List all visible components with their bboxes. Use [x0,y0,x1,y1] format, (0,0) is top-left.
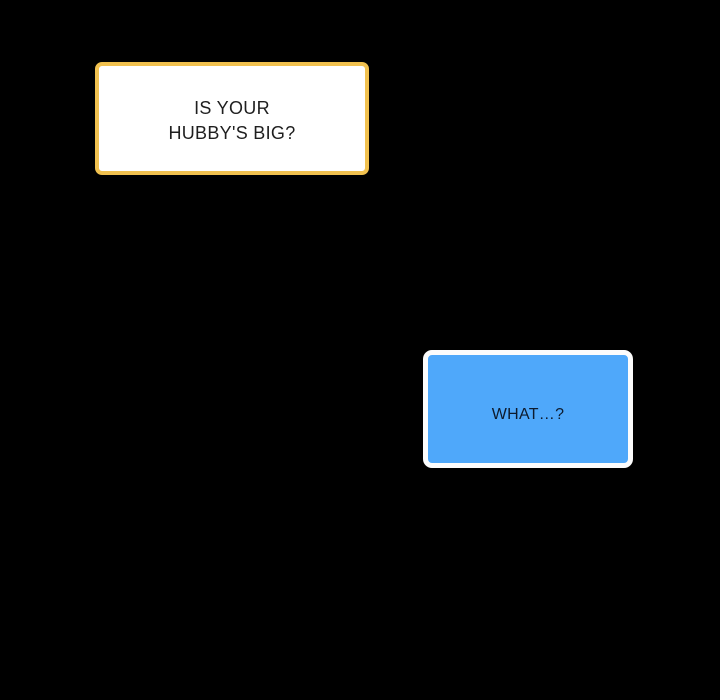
speech-line-2: HUBBY'S BIG? [168,122,296,143]
speech-bubble-reply: WHAT…? [423,350,633,468]
speech-bubble-question-text: IS YOUR HUBBY'S BIG? [168,96,295,146]
speech-line-1: IS YOUR [194,97,270,118]
speech-bubble-question: IS YOUR HUBBY'S BIG? [95,62,369,175]
speech-bubble-reply-text: WHAT…? [491,406,565,423]
